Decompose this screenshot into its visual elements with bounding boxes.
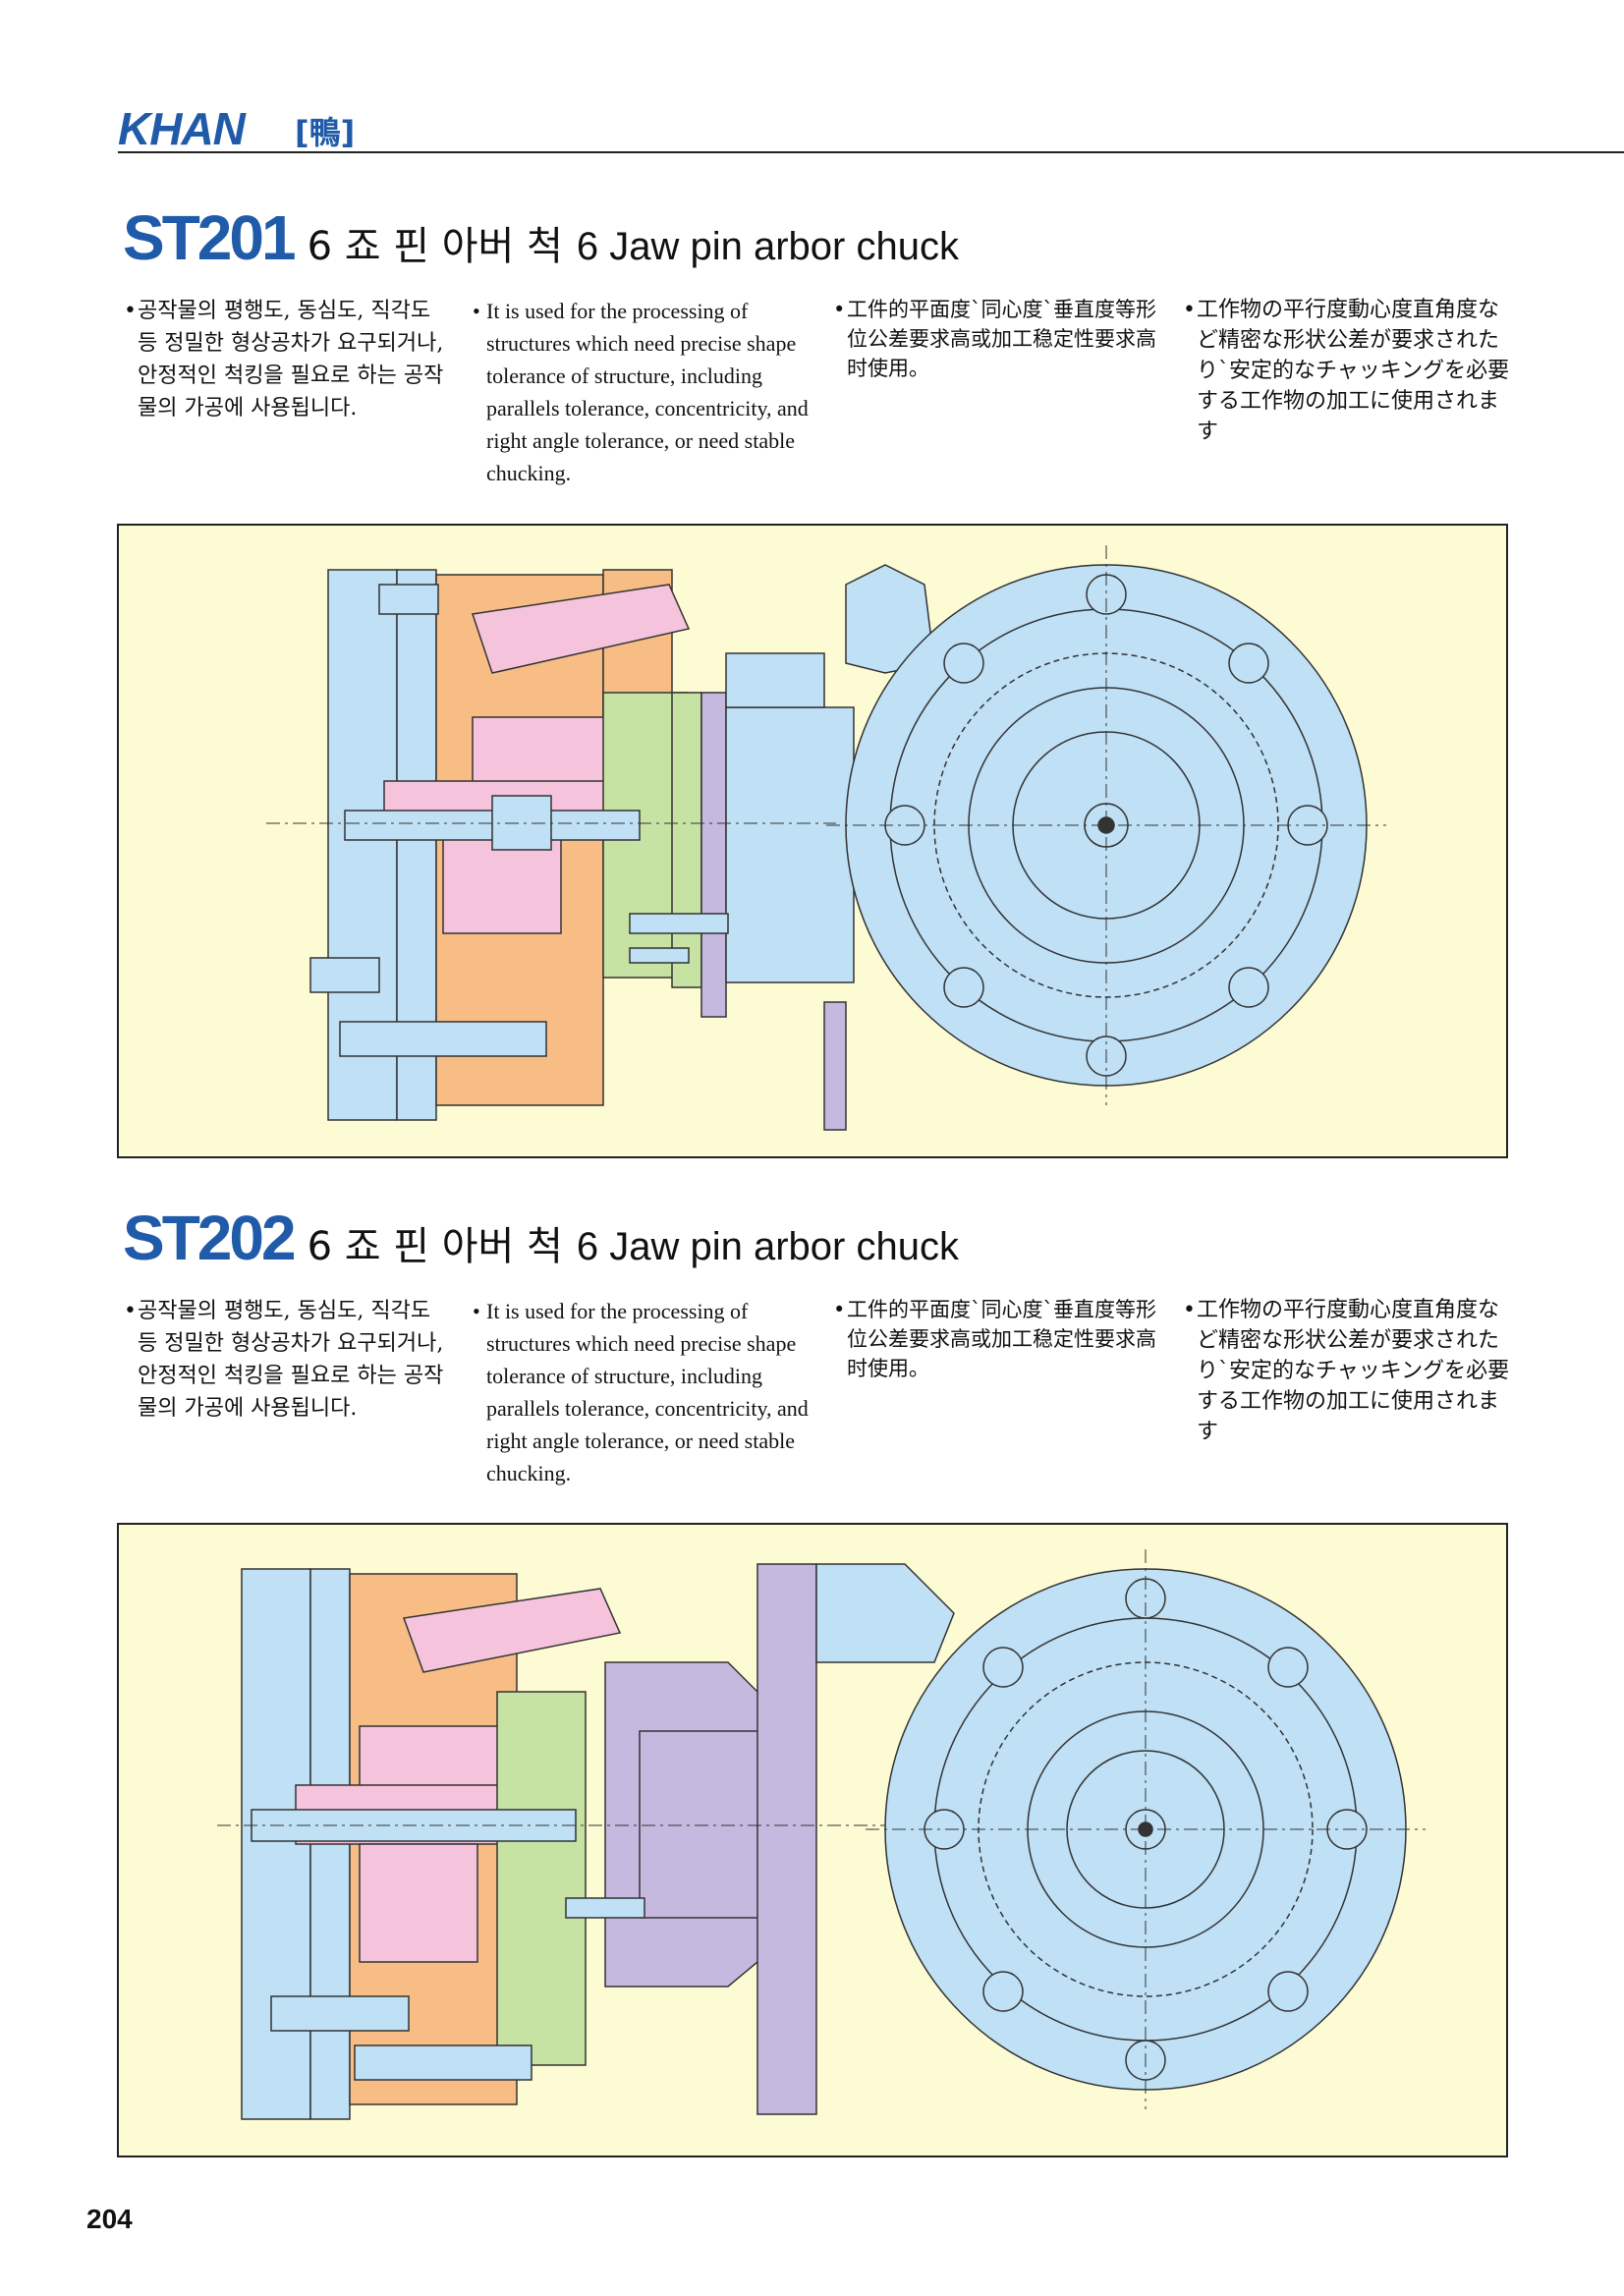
product-code: ST202 xyxy=(123,1203,297,1273)
technical-drawing-st202 xyxy=(117,1523,1508,2157)
description-en: •It is used for the processing of struct… xyxy=(473,1299,809,1485)
chuck-section-view xyxy=(217,1563,955,2120)
description-kr: •공작물의 평행도, 동심도, 직각도 등 정밀한 형상공차가 요구되거나, 안… xyxy=(124,1299,444,1421)
page-number: 204 xyxy=(86,2204,133,2234)
khan-logo: KHAN xyxy=(118,103,246,154)
product-name-kr: 6 죠 핀 아버 척 xyxy=(307,224,563,269)
product-name-en: 6 Jaw pin arbor chuck xyxy=(576,1225,959,1268)
chuck-section-view xyxy=(266,564,935,1131)
chuck-drawing-svg xyxy=(266,545,1386,1131)
page-header: KHAN [鴨] xyxy=(118,98,1624,155)
technical-drawing-st201 xyxy=(117,524,1508,1158)
chuck-front-view xyxy=(826,545,1386,1105)
description-cn: •工件的平面度`同心度`垂直度等形位公差要求高或加工稳定性要求高时使用。 xyxy=(833,1298,1156,1380)
description-jp: •工作物の平行度動心度直角度など精密な形状公差が要求されたり`安定的なチャッキン… xyxy=(1183,298,1510,444)
description-kr: •공작물의 평행도, 동심도, 직각도 등 정밀한 형상공차가 요구되거나, 안… xyxy=(124,299,444,420)
product-name-en: 6 Jaw pin arbor chuck xyxy=(576,225,959,268)
logo-mark-icon: [鴨] xyxy=(295,114,356,151)
chuck-front-view xyxy=(866,1549,1426,2109)
product-code: ST201 xyxy=(123,202,297,273)
product-name-kr: 6 죠 핀 아버 척 xyxy=(307,1224,563,1269)
description-cn: •工件的平面度`同心度`垂直度等形位公差要求高或加工稳定性要求高时使用。 xyxy=(833,298,1156,380)
description-en: •It is used for the processing of struct… xyxy=(473,299,809,485)
chuck-drawing-svg xyxy=(217,1549,1426,2120)
header-rule xyxy=(118,151,1624,153)
description-jp: •工作物の平行度動心度直角度など精密な形状公差が要求されたり`安定的なチャッキン… xyxy=(1183,1298,1510,1444)
